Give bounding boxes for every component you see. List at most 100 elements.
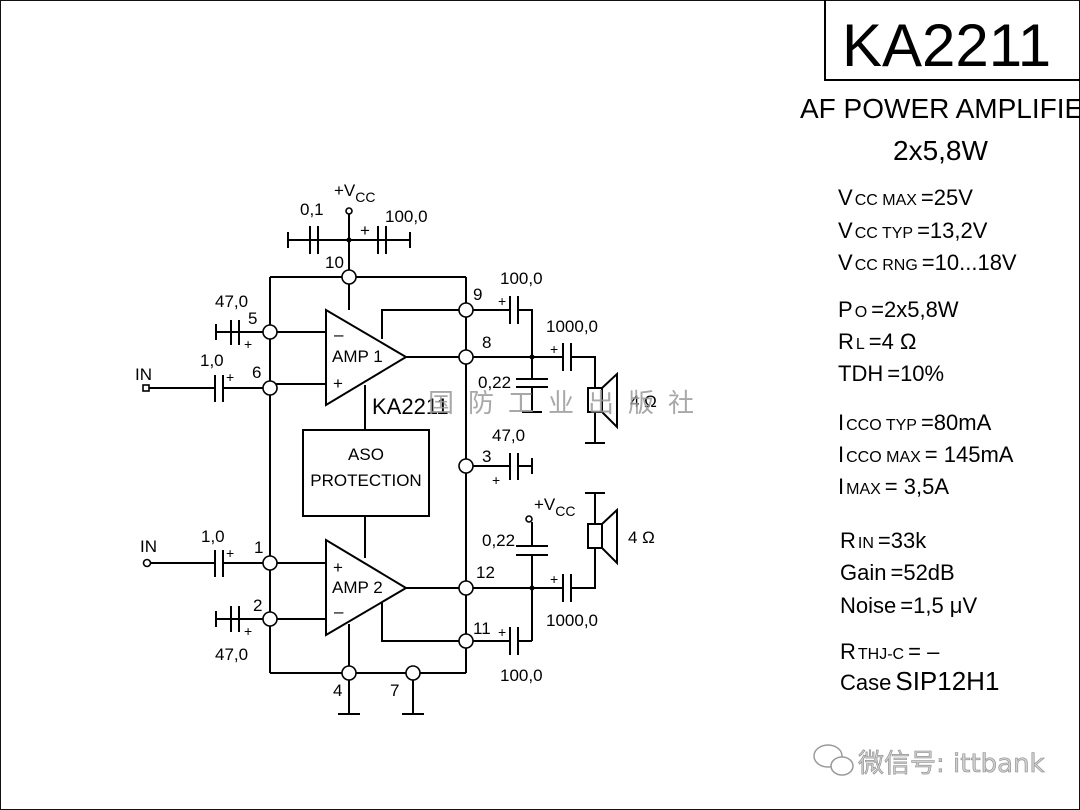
spec-subscript: THJ-C <box>858 646 904 663</box>
pin-label: 3 <box>482 447 491 466</box>
chip-label: KA2211 <box>372 394 449 419</box>
speaker2-impedance: 4 Ω <box>628 528 655 547</box>
cap-label: 47,0 <box>215 292 248 311</box>
spec-subscript: O <box>855 304 867 321</box>
pin-label: 8 <box>482 333 491 352</box>
pin-label: 9 <box>473 285 482 304</box>
pin-label: 5 <box>248 309 257 328</box>
spec-symbol: V <box>838 185 853 210</box>
input2-terminal <box>142 558 152 568</box>
vcc2-label: +VCC <box>534 495 576 519</box>
svg-text:ASO: ASO <box>348 445 384 464</box>
polarity-mark: + <box>244 623 252 639</box>
spec-value: =10...18V <box>922 250 1017 275</box>
pin-label: 12 <box>476 563 495 582</box>
polarity-mark: + <box>492 472 500 488</box>
pin-node-1 <box>262 555 278 571</box>
polarity-mark: + <box>226 369 234 385</box>
pin-node-5 <box>262 324 278 340</box>
spec-row: Gain=52dB <box>840 560 955 585</box>
spec-value: =25V <box>921 185 973 210</box>
cap-label: 0,1 <box>300 200 324 219</box>
cap-label: 1000,0 <box>546 611 598 630</box>
spec-row: TDH=10% <box>838 361 944 386</box>
pin-node-7 <box>405 665 421 681</box>
spec-symbol: R <box>840 528 856 553</box>
amp1-label: AMP 1 <box>332 347 383 366</box>
spec-symbol: I <box>838 410 844 435</box>
spec-subscript: L <box>856 336 865 353</box>
pin-node-10 <box>341 269 357 285</box>
cap-label: 1,0 <box>201 527 225 546</box>
spec-symbol: I <box>838 474 844 499</box>
spec-value: =2x5,8W <box>871 297 959 322</box>
pin-label: 6 <box>252 363 261 382</box>
pin3-cap: 47,0 + 3 <box>466 426 533 488</box>
polarity-mark: + <box>550 571 558 587</box>
cap-label: 100,0 <box>500 666 543 685</box>
output-channel-1: 100,0 + 9 8 0,22 1000,0 + 4 Ω <box>466 269 657 444</box>
spec-subscript: CCO MAX <box>846 449 921 466</box>
spec-symbol: V <box>838 250 853 275</box>
pin-label: 2 <box>253 596 262 615</box>
input1-terminal <box>142 384 150 392</box>
speaker1-impedance: 4 Ω <box>630 392 657 411</box>
svg-text:PROTECTION: PROTECTION <box>310 471 421 490</box>
cap-label: 47,0 <box>492 426 525 445</box>
spec-value: = 145mA <box>925 442 1014 467</box>
pin-node-2 <box>262 611 278 627</box>
amp2-minus: – <box>334 602 344 621</box>
pin-label: 7 <box>390 681 399 700</box>
polarity-mark: + <box>550 341 558 357</box>
pin-node-3 <box>458 458 474 474</box>
spec-value: =10% <box>887 361 944 386</box>
spec-subscript: CCO TYP <box>846 417 917 434</box>
polarity-mark: + <box>498 624 506 640</box>
publisher-watermark: 国防工业出版社 <box>428 389 708 419</box>
spec-value: =33k <box>878 528 927 553</box>
spec-symbol: P <box>838 297 853 322</box>
pin-node-9 <box>458 302 474 318</box>
vcc-terminal <box>345 207 353 215</box>
spec-symbol: I <box>838 442 844 467</box>
spec-symbol: Case <box>840 670 891 695</box>
spec-symbol: TDH <box>838 361 883 386</box>
amp1: – + AMP 1 <box>270 308 466 430</box>
amp2: + – AMP 2 <box>270 538 466 673</box>
spec-value: = 3,5A <box>885 474 950 499</box>
subtitle-line1: AF POWER AMPLIFIER <box>800 93 1080 124</box>
spec-value: = – <box>908 639 940 664</box>
spec-subscript: CC RNG <box>855 257 918 274</box>
pin-node-4 <box>341 665 357 681</box>
cap-label: 100,0 <box>500 269 543 288</box>
title-box: KA2211 <box>824 0 1080 81</box>
spec-value: =1,5 μV <box>900 593 977 618</box>
amp1-inputs: 47,0 + 5 IN 1,0 + 6 <box>135 292 270 402</box>
spec-value: SIP12H1 <box>895 666 999 696</box>
spec-symbol: V <box>838 218 853 243</box>
wechat-icon <box>813 744 854 776</box>
pin-node-8 <box>458 349 474 365</box>
pin-label: 4 <box>333 681 342 700</box>
pin-nodes <box>262 269 474 681</box>
polarity-mark: + <box>244 336 252 352</box>
wechat-watermark: 微信号: ittbank <box>813 744 1045 779</box>
part-number: KA2211 <box>842 12 1051 79</box>
pin-node-6 <box>262 380 278 396</box>
pin-label: 11 <box>473 619 491 638</box>
vcc-label: +VCC <box>334 181 376 205</box>
cap-label: 0,22 <box>482 531 515 550</box>
cap-label: 1000,0 <box>546 317 598 336</box>
